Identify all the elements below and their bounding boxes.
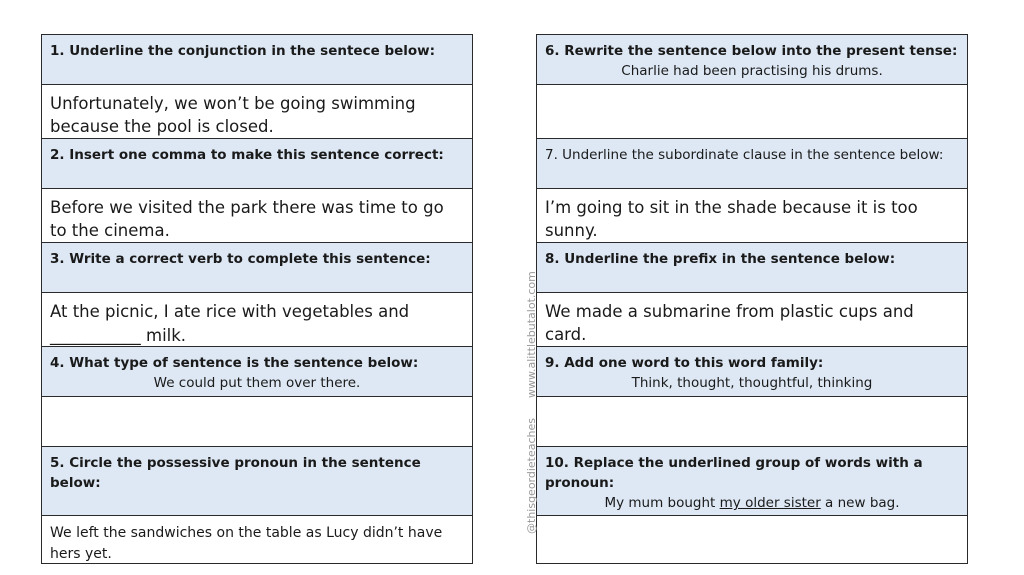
- question-2-text: 2. Insert one comma to make this sentenc…: [50, 147, 444, 163]
- question-10-answer-cell[interactable]: [537, 516, 967, 563]
- question-4-answer: [50, 403, 464, 404]
- question-10-header: 10. Replace the underlined group of word…: [537, 447, 967, 516]
- question-10-sentence-end: a new bag.: [820, 495, 900, 511]
- question-7-header: 7. Underline the subordinate clause in t…: [537, 139, 967, 189]
- right-question-table: 6. Rewrite the sentence below into the p…: [536, 34, 968, 564]
- question-4-sentence: We could put them over there.: [153, 375, 361, 391]
- question-9-sentence: Think, thought, thoughtful, thinking: [631, 375, 873, 391]
- question-10-text: 10. Replace the underlined group of word…: [545, 455, 923, 491]
- question-1-answer-cell[interactable]: Unfortunately, we won’t be going swimmin…: [42, 85, 472, 139]
- question-3-sentence-line-1: At the picnic, I ate rice with vegetable…: [50, 302, 410, 321]
- question-8-header: 8. Underline the prefix in the sentence …: [537, 243, 967, 293]
- question-6-answer: [545, 91, 959, 92]
- question-9-answer-cell[interactable]: [537, 397, 967, 447]
- question-5-answer-cell[interactable]: We left the sandwiches on the table as L…: [42, 516, 472, 563]
- question-8-answer-cell[interactable]: We made a submarine from plastic cups an…: [537, 293, 967, 347]
- question-9-text: 9. Add one word to this word family:: [545, 355, 824, 371]
- question-3-answer-cell[interactable]: At the picnic, I ate rice with vegetable…: [42, 293, 472, 347]
- question-3-sentence-line-2: ___________ milk.: [50, 326, 187, 345]
- question-7-sentence: I’m going to sit in the shade because it…: [545, 198, 918, 240]
- question-5-header: 5. Circle the possessive pronoun in the …: [42, 447, 472, 516]
- question-4-answer-cell[interactable]: [42, 397, 472, 447]
- question-4-text: 4. What type of sentence is the sentence…: [50, 355, 419, 371]
- question-2-sentence: Before we visited the park there was tim…: [50, 198, 444, 240]
- question-10-answer: [545, 522, 959, 523]
- question-6-sentence: Charlie had been practising his drums.: [621, 63, 883, 79]
- question-6-answer-cell[interactable]: [537, 85, 967, 139]
- question-7-text: 7. Underline the subordinate clause in t…: [545, 147, 944, 163]
- question-9-header: 9. Add one word to this word family: Thi…: [537, 347, 967, 397]
- question-4-header: 4. What type of sentence is the sentence…: [42, 347, 472, 397]
- question-10-underlined-words: my older sister: [719, 495, 821, 511]
- question-3-text: 3. Write a correct verb to complete this…: [50, 251, 431, 267]
- question-9-answer: [545, 403, 959, 404]
- question-6-text: 6. Rewrite the sentence below into the p…: [545, 43, 958, 59]
- question-2-header: 2. Insert one comma to make this sentenc…: [42, 139, 472, 189]
- question-1-header: 1. Underline the conjunction in the sent…: [42, 35, 472, 85]
- question-3-header: 3. Write a correct verb to complete this…: [42, 243, 472, 293]
- handle-watermark: @thisgeordieteaches: [525, 417, 538, 534]
- question-1-sentence: Unfortunately, we won’t be going swimmin…: [50, 94, 416, 136]
- question-10-sentence-start: My mum bought: [604, 495, 720, 511]
- question-2-answer-cell[interactable]: Before we visited the park there was tim…: [42, 189, 472, 243]
- question-8-text: 8. Underline the prefix in the sentence …: [545, 251, 896, 267]
- website-watermark: www.alittlebutalot.com: [525, 271, 538, 398]
- question-5-sentence: We left the sandwiches on the table as L…: [50, 525, 443, 562]
- question-1-text: 1. Underline the conjunction in the sent…: [50, 43, 436, 59]
- question-5-text: 5. Circle the possessive pronoun in the …: [50, 455, 421, 491]
- question-7-answer-cell[interactable]: I’m going to sit in the shade because it…: [537, 189, 967, 243]
- question-10-sentence: My mum bought my older sister a new bag.: [545, 493, 959, 513]
- left-question-table: 1. Underline the conjunction in the sent…: [41, 34, 473, 564]
- question-6-header: 6. Rewrite the sentence below into the p…: [537, 35, 967, 85]
- question-8-sentence: We made a submarine from plastic cups an…: [545, 302, 914, 344]
